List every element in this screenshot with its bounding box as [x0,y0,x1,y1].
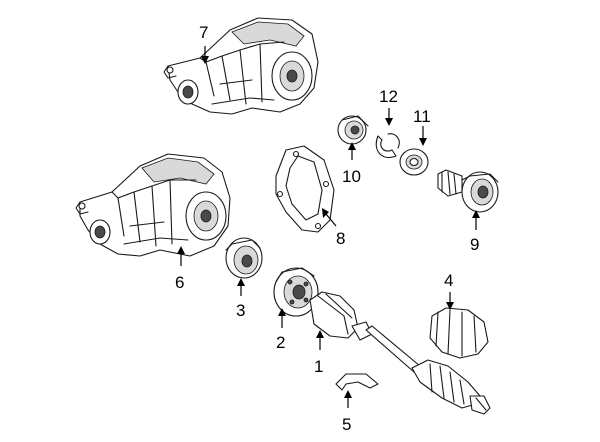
callout-10-label: 10 [342,167,361,186]
part-11-seal [399,148,429,176]
callout-1-label: 1 [314,357,323,376]
callout-5-label: 5 [342,415,351,434]
callout-7: 7 [199,23,209,64]
part-12-snap-ring [375,133,400,158]
callout-8: 8 [322,208,345,248]
part-1-axle-shaft [309,291,491,415]
callout-5: 5 [342,390,352,434]
part-10-bearing [337,115,369,145]
callout-8-label: 8 [336,229,345,248]
part-5-clip [335,373,379,391]
callout-7-label: 7 [199,23,208,42]
callout-2: 2 [276,308,286,352]
callout-6-label: 6 [175,273,184,292]
callout-3-label: 3 [236,301,245,320]
callout-9-label: 9 [470,235,479,254]
part-4-boot [429,307,489,359]
callout-9: 9 [470,210,480,254]
callout-12-label: 12 [379,87,398,106]
callout-6: 6 [175,246,185,292]
callout-4-label: 4 [444,271,453,290]
callout-1: 1 [314,330,324,376]
part-2-cv-joint-flange [273,267,319,317]
callout-11-label: 11 [413,107,431,126]
callout-11: 11 [413,107,431,146]
part-3-bearing [225,237,263,279]
callout-12: 12 [379,87,398,126]
callout-3: 3 [236,278,245,320]
part-7-differential-housing-top [163,17,319,115]
part-8-cover-plate [275,145,335,233]
part-6-differential-housing [75,153,231,257]
callout-2-label: 2 [276,333,285,352]
callout-4: 4 [444,271,454,310]
callout-10: 10 [342,142,361,186]
part-9-output-flange [437,169,499,213]
